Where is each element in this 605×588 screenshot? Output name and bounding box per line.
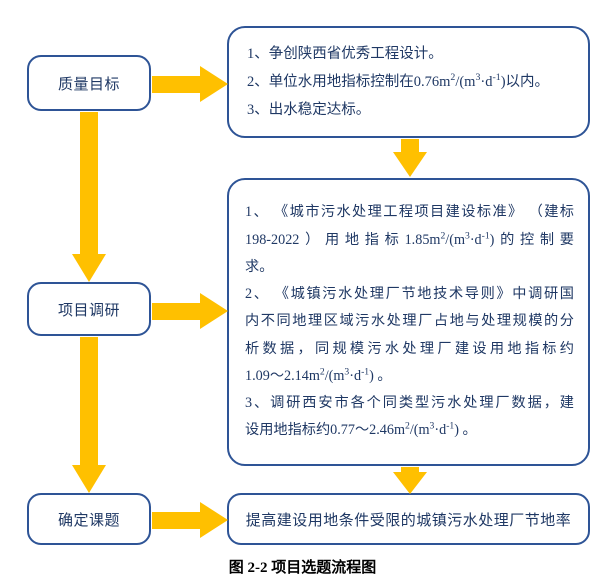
arrow-shaft xyxy=(152,303,202,320)
survey-item1-line2-sup2: 3 xyxy=(464,229,470,241)
arrow-shaft xyxy=(401,467,419,473)
arrow-shaft xyxy=(401,139,419,153)
survey-item2-line2: 内不同地理区域污水处理厂占地与处理规模的分 xyxy=(245,313,574,330)
node-topic-result: 提高建设用地条件受限的城镇污水处理厂节地率 xyxy=(227,493,590,545)
survey-item3-line2-sup3: -1 xyxy=(446,420,455,432)
survey-item2-line4: 1.09～2.14m2/(m3·d-1) 。 xyxy=(245,363,574,390)
goal-line-2: 2、单位水用地指标控制在0.76m2/(m3·d-1)以内。 xyxy=(247,68,572,96)
arrow-right-icon-quality-to-goals xyxy=(152,66,228,102)
survey-item3-line2: 设用地指标约0.77～2.46m2/(m3·d-1) 。 xyxy=(245,417,574,444)
arrow-head xyxy=(72,465,106,493)
survey-item2-line4-d: ) 。 xyxy=(369,367,392,384)
survey-item2-line4-sup2: 3 xyxy=(344,366,350,378)
arrow-head xyxy=(200,293,228,329)
goal-line-2-text-b: /(m xyxy=(455,73,476,90)
arrow-right-icon-research-to-survey xyxy=(152,293,228,329)
goal-line-2-text-d: )以内。 xyxy=(500,73,550,90)
arrow-head xyxy=(200,502,228,538)
survey-item1-line2-sup1: 2 xyxy=(440,229,446,241)
goal-line-2-sup-2: 3 xyxy=(475,72,481,84)
survey-item1-line3: 求。 xyxy=(245,258,274,275)
node-project-research: 项目调研 xyxy=(27,282,151,336)
survey-item3-line2-d: ) 。 xyxy=(454,422,477,439)
node-topic-result-label: 提高建设用地条件受限的城镇污水处理厂节地率 xyxy=(245,512,572,529)
survey-item2-line4-sup3: -1 xyxy=(361,366,370,378)
arrow-head xyxy=(72,254,106,282)
arrow-shaft xyxy=(152,512,202,529)
arrow-down-icon-quality-to-research xyxy=(72,112,106,282)
node-project-research-label: 项目调研 xyxy=(57,302,120,319)
node-quality-goal-details: 1、争创陕西省优秀工程设计。 2、单位水用地指标控制在0.76m2/(m3·d-… xyxy=(227,26,590,138)
quality-goal-content: 1、争创陕西省优秀工程设计。 2、单位水用地指标控制在0.76m2/(m3·d-… xyxy=(229,28,588,136)
arrow-head xyxy=(200,66,228,102)
arrow-shaft xyxy=(80,337,98,467)
survey-item3-line1: 3、调研西安市各个同类型污水处理厂数据，建 xyxy=(245,395,574,412)
goal-line-2-text-c: ·d xyxy=(480,73,493,90)
goal-line-2-sup-3: -1 xyxy=(492,72,501,84)
goal-line-3: 3、出水稳定达标。 xyxy=(247,102,371,119)
survey-item2-line4-c: ·d xyxy=(349,367,362,384)
survey-item1-line2-c: ·d xyxy=(469,231,482,248)
arrow-down-icon-goals-to-survey xyxy=(393,139,427,178)
goal-line-2-text-a: 2、单位水用地指标控制在0.76m xyxy=(247,73,451,90)
figure-caption: 图 2-2 项目选题流程图 xyxy=(228,560,377,576)
node-quality-goal: 质量目标 xyxy=(27,55,151,111)
arrow-right-icon-topic-to-result xyxy=(152,502,228,538)
survey-item2-line4-b: /(m xyxy=(324,367,345,384)
survey-item3-line2-b: /(m xyxy=(409,422,430,439)
survey-item3-line2-a: 设用地指标约0.77～2.46m xyxy=(245,422,406,439)
goal-line-2-sup-1: 2 xyxy=(450,72,456,84)
survey-item3-line2-c: ·d xyxy=(434,422,447,439)
arrow-shaft xyxy=(80,112,98,256)
survey-item1-line2-a: 198-2022）用地指标1.85m xyxy=(245,231,441,248)
arrow-head xyxy=(393,472,427,494)
node-determine-topic: 确定课题 xyxy=(27,493,151,545)
project-research-content: 1、 《城市污水处理工程项目建设标准》 （建标 198-2022）用地指标1.8… xyxy=(229,180,588,464)
arrow-down-icon-survey-to-result xyxy=(393,467,427,494)
survey-item2-line4-sup1: 2 xyxy=(319,366,325,378)
survey-item3-line2-sup2: 3 xyxy=(429,420,435,432)
survey-item2-line1: 2、 《城镇污水处理厂节地技术导则》中调研国 xyxy=(245,286,574,303)
survey-item2-line3: 析数据，同规模污水处理厂建设用地指标约 xyxy=(245,340,574,357)
survey-item2-line4-a: 1.09～2.14m xyxy=(245,367,320,384)
node-project-research-details: 1、 《城市污水处理工程项目建设标准》 （建标 198-2022）用地指标1.8… xyxy=(227,178,590,466)
goal-line-1: 1、争创陕西省优秀工程设计。 xyxy=(247,45,443,62)
survey-item1-line1: 1、 《城市污水处理工程项目建设标准》 （建标 xyxy=(245,204,574,221)
arrow-down-icon-research-to-topic xyxy=(72,337,106,493)
arrow-shaft xyxy=(152,76,202,93)
survey-item1-line2-sup3: -1 xyxy=(481,229,490,241)
node-quality-goal-label: 质量目标 xyxy=(57,76,120,93)
arrow-head xyxy=(393,152,427,177)
survey-item1-line2: 198-2022）用地指标1.85m2/(m3·d-1)的控制要 xyxy=(245,227,574,254)
survey-item3-line2-sup1: 2 xyxy=(405,420,410,432)
node-determine-topic-label: 确定课题 xyxy=(57,512,120,529)
survey-item1-line2-b: /(m xyxy=(445,231,465,248)
survey-item1-line2-d: )的控制要 xyxy=(489,231,574,248)
